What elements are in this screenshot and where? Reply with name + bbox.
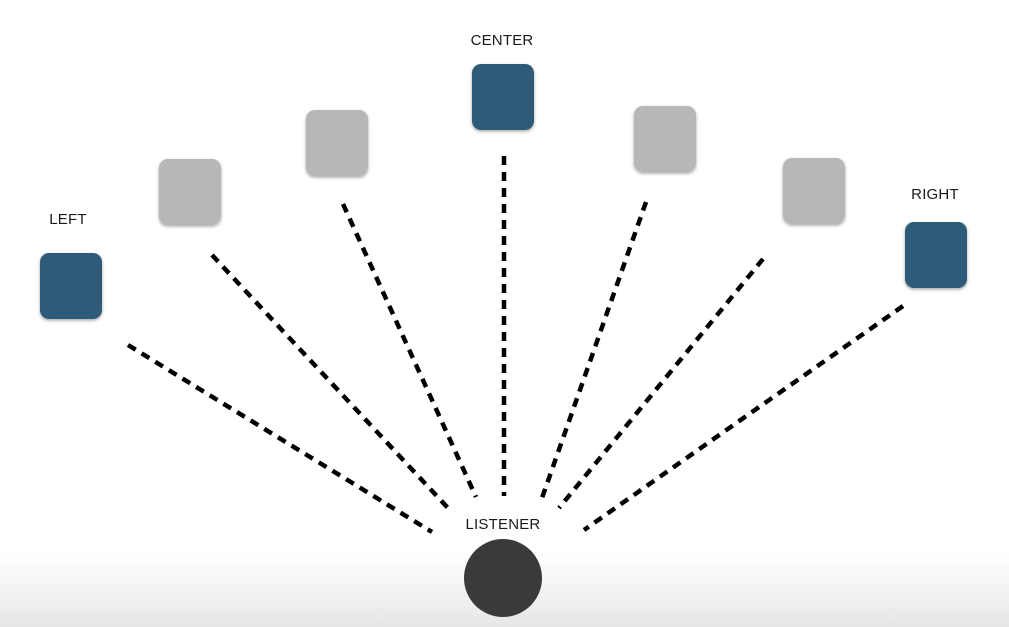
sight-line-right (582, 304, 905, 532)
speaker-center (472, 64, 534, 130)
label-left: LEFT (49, 211, 86, 228)
sight-line-left-inner (340, 203, 479, 498)
speaker-left-inner (306, 110, 368, 176)
label-listener: LISTENER (466, 516, 541, 533)
speaker-left (40, 253, 102, 319)
speakers (40, 64, 967, 319)
label-right: RIGHT (911, 186, 959, 203)
speaker-right-mid (783, 158, 845, 224)
sight-line-right-mid (557, 257, 765, 510)
speaker-right-inner (634, 106, 696, 172)
speaker-left-mid (159, 159, 221, 225)
sight-lines (126, 156, 905, 534)
sight-line-left-mid (210, 253, 450, 510)
sight-line-right-inner (539, 201, 649, 499)
speaker-right (905, 222, 967, 288)
sight-line-left (126, 343, 434, 534)
label-center: CENTER (471, 32, 534, 49)
listener-head (464, 539, 542, 617)
